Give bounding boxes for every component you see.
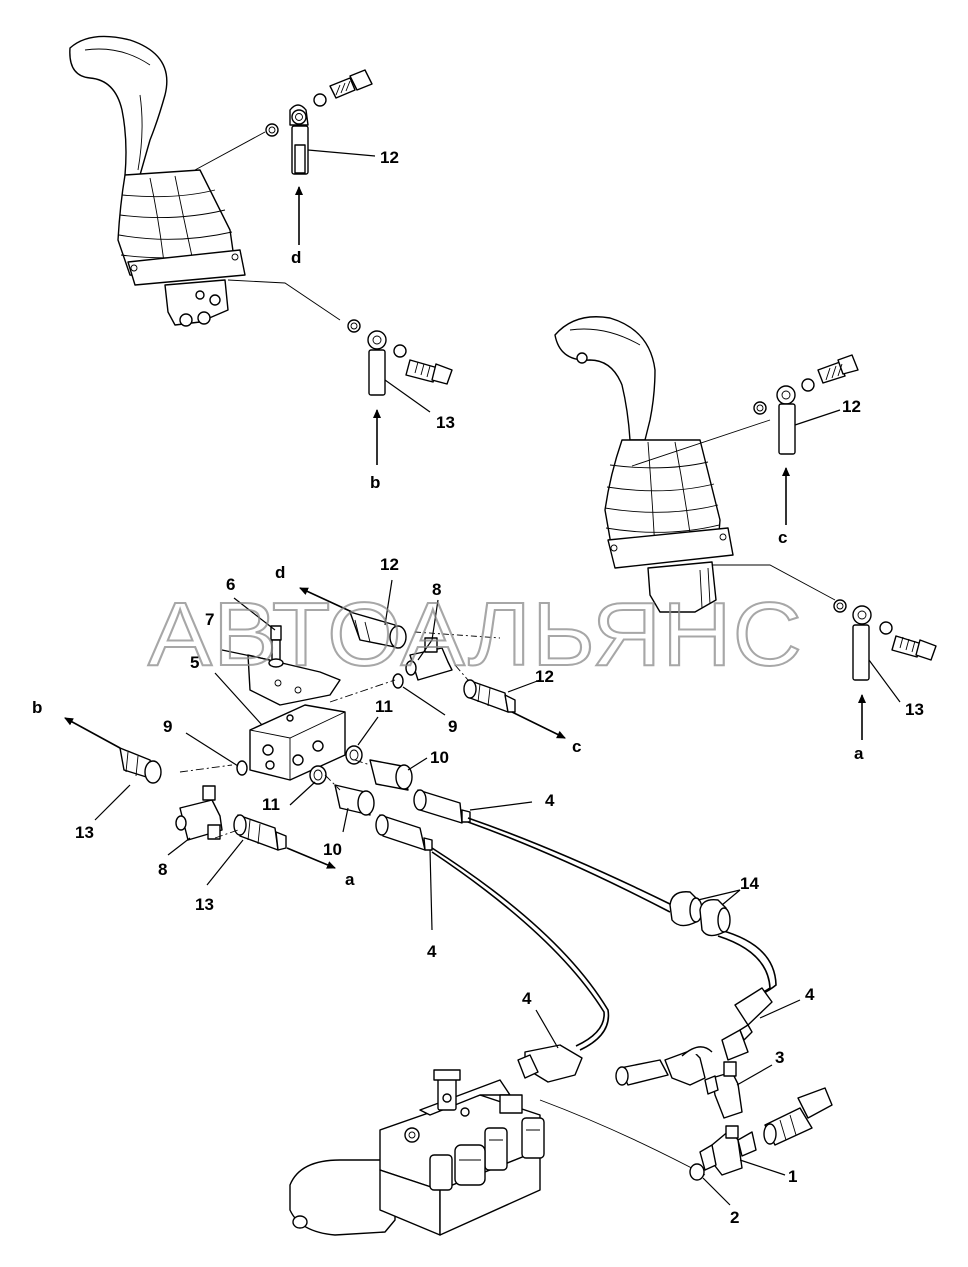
callout-9: 9 bbox=[448, 717, 457, 736]
callout-13: 13 bbox=[436, 413, 455, 432]
callout-13: 13 bbox=[905, 700, 924, 719]
fitting-group-1-2-3 bbox=[615, 1046, 833, 1181]
fitting-13-right bbox=[833, 599, 937, 681]
callout-13: 13 bbox=[195, 895, 214, 914]
fitting-12-right bbox=[753, 354, 859, 455]
callout-4: 4 bbox=[545, 791, 555, 810]
callout-8: 8 bbox=[432, 580, 441, 599]
hose-clamps-14 bbox=[669, 891, 731, 937]
connection-label-a: a bbox=[854, 744, 864, 763]
hose-upper bbox=[467, 817, 673, 906]
callout-6: 6 bbox=[226, 575, 235, 594]
connection-label-d: d bbox=[291, 248, 301, 267]
callout-1: 1 bbox=[788, 1167, 797, 1186]
connection-label-c: c bbox=[572, 737, 581, 756]
left-joystick bbox=[69, 35, 246, 327]
callout-11: 11 bbox=[262, 795, 280, 814]
callout-8: 8 bbox=[158, 860, 167, 879]
watermark: АВТОАЛЬЯНС bbox=[148, 585, 803, 685]
callout-13: 13 bbox=[75, 823, 94, 842]
callout-4: 4 bbox=[522, 989, 532, 1008]
connection-label-d: d bbox=[275, 563, 285, 582]
bottom-valve-assembly bbox=[289, 1069, 545, 1236]
connection-label-a: a bbox=[345, 870, 355, 889]
callout-12: 12 bbox=[380, 555, 399, 574]
callout-12: 12 bbox=[842, 397, 861, 416]
callout-12: 12 bbox=[380, 148, 399, 167]
fitting-13-top-left bbox=[347, 319, 453, 396]
connection-label-c: c bbox=[778, 528, 787, 547]
callout-3: 3 bbox=[775, 1048, 784, 1067]
callout-4: 4 bbox=[805, 985, 815, 1004]
callout-10: 10 bbox=[430, 748, 449, 767]
callout-4: 4 bbox=[427, 942, 437, 961]
callout-9: 9 bbox=[163, 717, 172, 736]
connection-label-b: b bbox=[32, 698, 42, 717]
callout-11: 11 bbox=[375, 697, 393, 716]
callout-12: 12 bbox=[535, 667, 554, 686]
hose-lower bbox=[431, 847, 610, 1051]
callout-5: 5 bbox=[190, 653, 199, 672]
connection-label-b: b bbox=[370, 473, 380, 492]
callout-2: 2 bbox=[730, 1208, 739, 1227]
central-block-assembly bbox=[119, 611, 516, 851]
right-joystick bbox=[554, 316, 734, 613]
callout-10: 10 bbox=[323, 840, 342, 859]
callout-14: 14 bbox=[740, 874, 759, 893]
fitting-12-top-left bbox=[265, 69, 373, 175]
callout-7: 7 bbox=[205, 610, 214, 629]
